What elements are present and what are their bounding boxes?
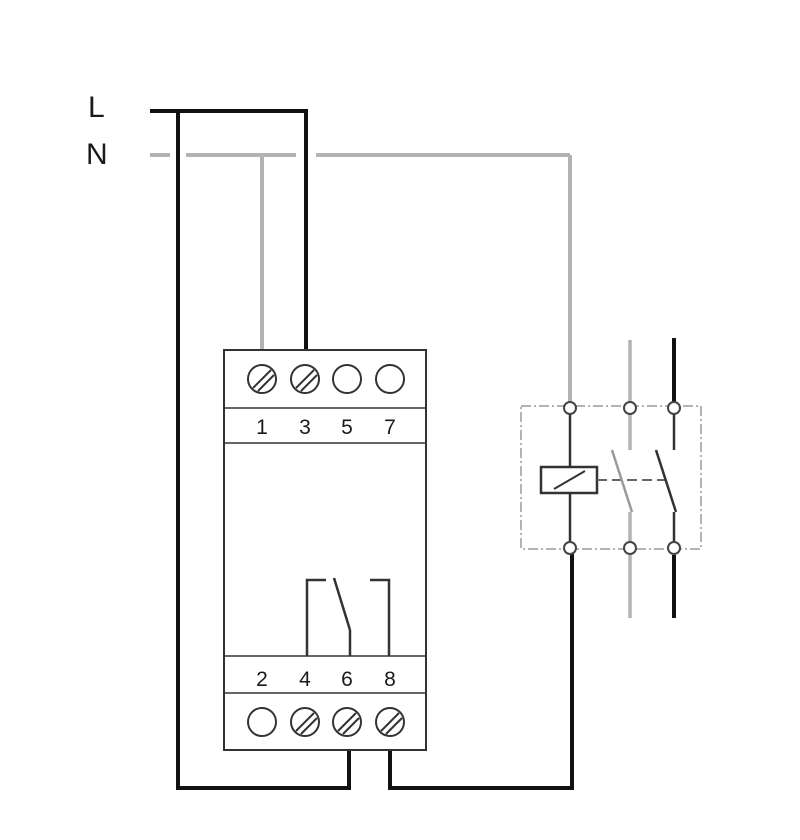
switch-device: 1 3 5 7 2 4 6 8: [223, 349, 427, 751]
terminal-screw-2: [247, 707, 277, 737]
neutral-line-label: N: [86, 138, 108, 171]
terminal-screw-5: [332, 364, 362, 394]
terminal-label-7: 7: [384, 416, 396, 439]
live-wires: [150, 109, 574, 790]
terminal-label-1: 1: [256, 416, 268, 439]
live-line-label: L: [88, 91, 105, 124]
contactor-terminal-nodes: [563, 401, 681, 555]
contactor-dashed-box: [520, 405, 702, 550]
terminal-label-4: 4: [299, 668, 311, 691]
contactor-contact-1: [610, 340, 634, 618]
terminal-label-2: 2: [256, 668, 268, 691]
terminal-label-6: 6: [341, 668, 353, 691]
terminal-screw-7: [375, 364, 405, 394]
contactor-contact-2: [654, 338, 678, 618]
device-housing: [223, 349, 427, 751]
neutral-wires: [150, 153, 572, 406]
contactor: [520, 338, 702, 618]
terminal-label-5: 5: [341, 416, 353, 439]
internal-contact: [305, 577, 391, 656]
terminal-label-3: 3: [299, 416, 311, 439]
terminal-label-8: 8: [384, 668, 396, 691]
